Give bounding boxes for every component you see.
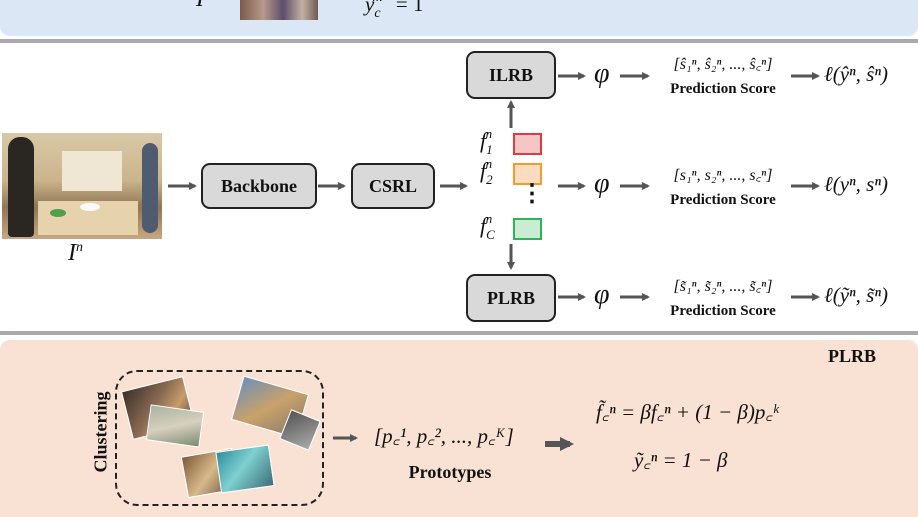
score-vector-row-1: [ŝ₁ⁿ, ŝ₂ⁿ, ..., ŝ꜀ⁿ] bbox=[673, 56, 773, 73]
phi-row-3: φ bbox=[594, 279, 610, 310]
feature-square-2 bbox=[513, 163, 542, 185]
pseudo-label-equation: ỹ꜀ⁿ = 1 − β bbox=[634, 448, 728, 472]
feature-label-1: f1n bbox=[480, 126, 493, 157]
score-vector-row-2: [s₁ⁿ, s₂ⁿ, ..., s꜀ⁿ] bbox=[673, 167, 773, 184]
top-label: ycm = 1 bbox=[365, 0, 424, 21]
divider-top bbox=[0, 39, 918, 43]
prototypes-label: Prototypes bbox=[408, 462, 492, 482]
feature-label-2: f2n bbox=[480, 156, 493, 187]
mixing-equation: f̃꜀ⁿ = βf꜀ⁿ + (1 − β)p꜀ᵏ bbox=[596, 400, 779, 424]
cluster-image-6 bbox=[215, 444, 275, 494]
phi-row-2: φ bbox=[594, 168, 610, 199]
ilrb-box: ILRB bbox=[466, 51, 556, 99]
top-image-symbol: I bbox=[196, 0, 204, 13]
feature-label-c: fCn bbox=[480, 211, 495, 242]
clustering-region bbox=[115, 370, 324, 506]
input-symbol: In bbox=[68, 240, 83, 266]
top-panel bbox=[0, 0, 918, 36]
feature-dots: ⋮ bbox=[520, 181, 544, 207]
feature-square-1 bbox=[513, 133, 542, 155]
loss-row-3: ℓ(ỹⁿ, s̃ⁿ) bbox=[824, 283, 888, 307]
clustering-label: Clustering bbox=[90, 391, 111, 473]
prediction-score-label-row-1: Prediction Score bbox=[670, 81, 776, 97]
cluster-image-2 bbox=[145, 404, 205, 448]
input-image bbox=[2, 133, 162, 239]
backbone-box: Backbone bbox=[201, 163, 317, 209]
score-vector-row-3: [s̃₁ⁿ, s̃₂ⁿ, ..., s̃꜀ⁿ] bbox=[673, 278, 773, 295]
csrl-box: CSRL bbox=[351, 163, 435, 209]
prototypes-vector: [p꜀¹, p꜀², ..., p꜀ᴷ] bbox=[374, 424, 514, 448]
plrb-panel-title: PLRB bbox=[828, 346, 877, 366]
prediction-score-label-row-3: Prediction Score bbox=[670, 303, 776, 319]
prediction-score-label-row-2: Prediction Score bbox=[670, 192, 776, 208]
feature-square-c bbox=[513, 218, 542, 240]
loss-row-1: ℓ(ŷⁿ, ŝⁿ) bbox=[824, 62, 888, 86]
loss-row-2: ℓ(yⁿ, sⁿ) bbox=[824, 172, 888, 196]
plrb-box: PLRB bbox=[466, 274, 556, 322]
divider-bottom bbox=[0, 331, 918, 335]
top-image-thumbnail bbox=[240, 0, 318, 20]
phi-row-1: φ bbox=[594, 58, 610, 89]
